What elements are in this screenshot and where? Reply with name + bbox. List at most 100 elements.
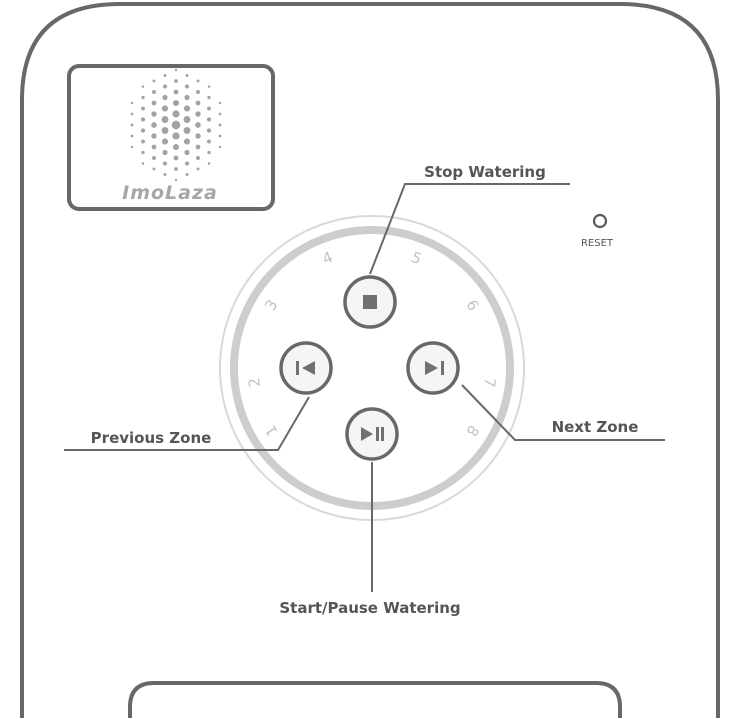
speaker-dot bbox=[140, 128, 146, 133]
speaker-dot bbox=[218, 134, 222, 138]
start-pause-button[interactable] bbox=[345, 407, 399, 461]
speaker-dot bbox=[207, 162, 211, 165]
speaker-dot bbox=[207, 150, 211, 155]
speaker-dot bbox=[196, 167, 200, 171]
speaker-grille-icon bbox=[130, 68, 222, 182]
speaker-dot bbox=[161, 127, 169, 134]
speaker-dot bbox=[152, 167, 156, 171]
speaker-dot bbox=[140, 117, 146, 122]
speaker-dot bbox=[151, 111, 157, 117]
speaker-dot bbox=[152, 79, 156, 83]
speaker-dot bbox=[172, 132, 180, 140]
speaker-dot bbox=[163, 74, 167, 77]
speaker-dot bbox=[152, 156, 156, 160]
speaker-dot bbox=[162, 94, 168, 101]
speaker-dot bbox=[196, 156, 200, 160]
speaker-dot bbox=[185, 173, 189, 176]
speaker-dot bbox=[207, 139, 211, 144]
speaker-dot bbox=[207, 85, 211, 88]
speaker-dot bbox=[171, 120, 181, 130]
speaker-dot bbox=[130, 145, 134, 149]
speaker-dot bbox=[183, 116, 191, 123]
zone-number-3: 3 bbox=[261, 296, 281, 314]
speaker-dot bbox=[130, 123, 134, 127]
speaker-dot bbox=[195, 122, 201, 128]
speaker-dot bbox=[130, 101, 134, 105]
speaker-dot bbox=[174, 167, 178, 171]
speaker-dot bbox=[174, 68, 178, 72]
speaker-dot bbox=[161, 138, 169, 145]
speaker-dot bbox=[162, 84, 168, 89]
logo-frame bbox=[67, 64, 275, 211]
speaker-dot bbox=[141, 95, 145, 100]
speaker-dot bbox=[163, 173, 167, 176]
speaker-dot bbox=[172, 110, 180, 118]
speaker-dot bbox=[196, 79, 200, 83]
speaker-dot bbox=[218, 112, 222, 116]
start-pause-watering-label: Start/Pause Watering bbox=[279, 599, 460, 617]
speaker-dot bbox=[184, 161, 190, 166]
speaker-dot bbox=[196, 90, 200, 94]
reset-pinhole-icon[interactable] bbox=[592, 213, 608, 229]
speaker-dot bbox=[130, 112, 134, 116]
zone-number-6: 6 bbox=[462, 296, 482, 314]
skip-forward-icon bbox=[425, 361, 444, 375]
previous-callout-line bbox=[64, 396, 310, 451]
skip-back-icon bbox=[296, 361, 315, 375]
speaker-dot bbox=[141, 106, 145, 111]
speaker-dot bbox=[141, 150, 145, 155]
speaker-dot bbox=[206, 117, 212, 122]
speaker-dot bbox=[207, 106, 211, 111]
speaker-dot bbox=[218, 145, 222, 149]
speaker-dot bbox=[162, 161, 168, 166]
zone-number-5: 5 bbox=[409, 248, 425, 268]
previous-zone-label: Previous Zone bbox=[91, 429, 212, 447]
speaker-dot bbox=[174, 178, 178, 182]
speaker-dot bbox=[151, 144, 157, 150]
speaker-dot bbox=[218, 123, 222, 127]
speaker-dot bbox=[141, 162, 145, 165]
speaker-dot bbox=[161, 116, 169, 123]
next-zone-button[interactable] bbox=[406, 341, 460, 395]
next-zone-label: Next Zone bbox=[552, 418, 639, 436]
zone-number-4: 4 bbox=[320, 248, 336, 268]
speaker-dot bbox=[174, 79, 178, 83]
speaker-dot bbox=[130, 134, 134, 138]
device-body-outline bbox=[20, 2, 720, 718]
stop-button[interactable] bbox=[343, 275, 397, 329]
speaker-dot bbox=[184, 84, 190, 89]
zone-number-8: 8 bbox=[462, 422, 482, 440]
stop-callout-line bbox=[369, 183, 570, 275]
speaker-dot bbox=[184, 94, 190, 101]
zone-number-2: 2 bbox=[245, 377, 264, 389]
speaker-dot bbox=[207, 95, 211, 100]
zone-number-7: 7 bbox=[480, 377, 499, 389]
speaker-dot bbox=[218, 101, 222, 105]
speaker-dot bbox=[151, 122, 157, 128]
previous-zone-button[interactable] bbox=[279, 341, 333, 395]
stop-watering-label: Stop Watering bbox=[424, 163, 546, 181]
speaker-dot bbox=[151, 133, 157, 139]
speaker-dot bbox=[172, 143, 180, 151]
speaker-dot bbox=[141, 85, 145, 88]
next-callout-line bbox=[461, 384, 665, 441]
speaker-dot bbox=[184, 149, 190, 156]
speaker-dot bbox=[195, 100, 201, 106]
zone-number-1: 1 bbox=[261, 422, 281, 440]
speaker-dot bbox=[206, 128, 212, 133]
speaker-dot bbox=[173, 155, 179, 161]
speaker-dot bbox=[183, 138, 191, 145]
speaker-dot bbox=[195, 144, 201, 150]
speaker-dot bbox=[173, 89, 179, 95]
brand-logo: ImoLaza bbox=[67, 64, 275, 211]
speaker-dot bbox=[195, 111, 201, 117]
speaker-dot bbox=[162, 149, 168, 156]
speaker-dot bbox=[141, 139, 145, 144]
speaker-dot bbox=[183, 127, 191, 134]
brand-name: ImoLaza bbox=[122, 182, 218, 204]
speaker-dot bbox=[195, 133, 201, 139]
device-bottom-notch bbox=[128, 681, 622, 718]
speaker-dot bbox=[172, 99, 180, 107]
speaker-dot bbox=[183, 105, 191, 112]
